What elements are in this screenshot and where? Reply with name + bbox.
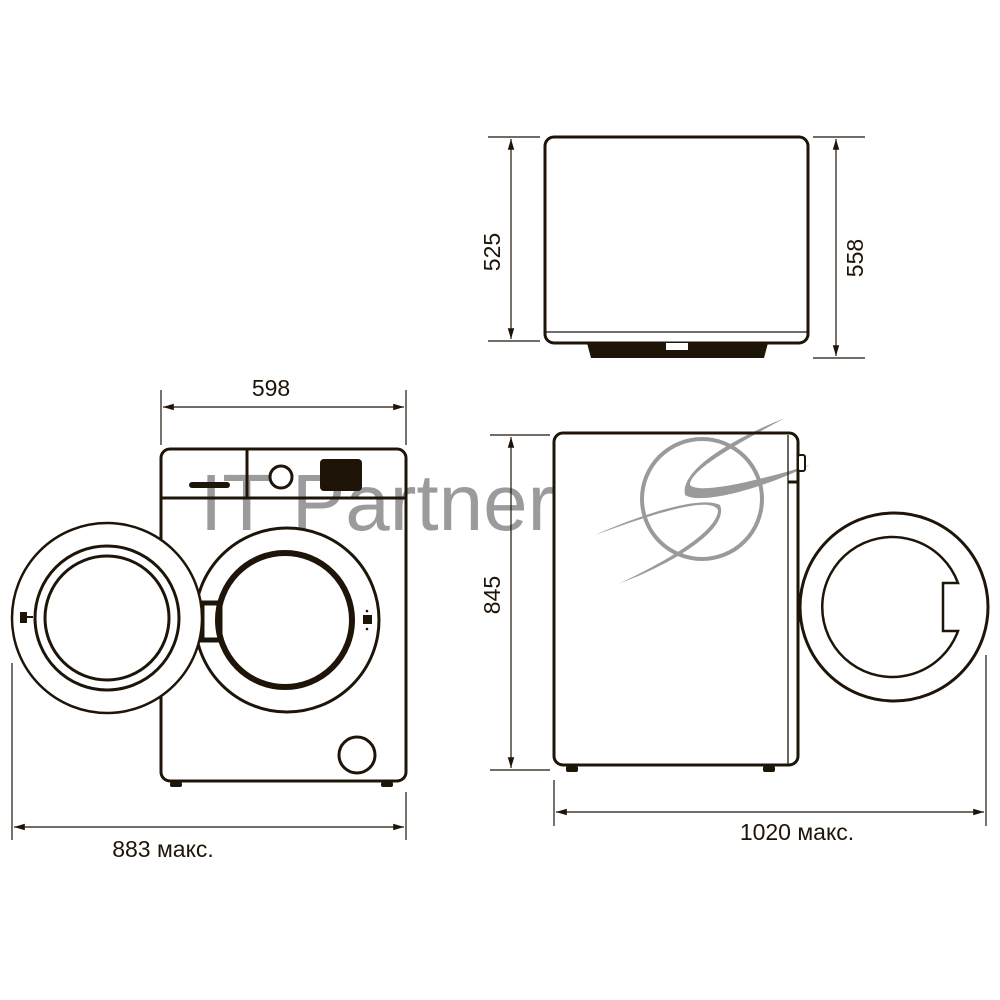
watermark: IT Partner <box>200 418 810 584</box>
open-door-side <box>798 511 990 703</box>
watermark-logo-icon <box>595 418 810 584</box>
dim-width: 598 <box>252 375 290 401</box>
side-view: 845 1020 макс. <box>479 431 990 845</box>
filter-cover <box>337 735 377 775</box>
front-view: 598 883 макс. <box>10 375 408 862</box>
dim-height: 845 <box>479 576 505 614</box>
door-latch <box>363 615 372 624</box>
open-door-front <box>10 521 204 715</box>
dim-top-depth: 525 <box>479 233 505 271</box>
dim-top-depth-max: 558 <box>842 239 868 277</box>
display <box>320 459 362 491</box>
program-knob <box>268 464 294 490</box>
dim-side-door-open: 1020 макс. <box>740 819 854 845</box>
top-view: 525 558 <box>479 135 868 359</box>
dim-front-door-open: 883 макс. <box>112 836 214 862</box>
